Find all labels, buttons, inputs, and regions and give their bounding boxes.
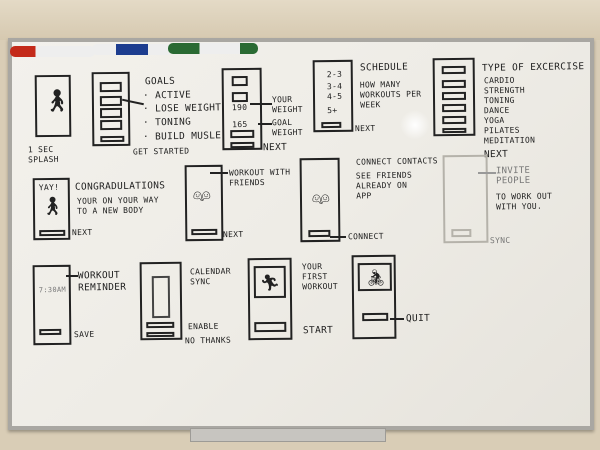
schedule-option: 3-4 bbox=[326, 81, 343, 92]
current-weight-value: 190 bbox=[231, 102, 248, 113]
goal-weight-value: 165 bbox=[232, 119, 248, 130]
marker-blue bbox=[92, 44, 172, 55]
cyclist-icon: 🚴︎ bbox=[365, 267, 387, 288]
connect-desc: SEE FRIENDS ALREADY ON APP bbox=[355, 170, 413, 201]
goals-title: GOALS bbox=[144, 75, 176, 88]
exercise-item: MEDITATION bbox=[483, 135, 536, 146]
stick-figure-icon: 🚶︎ bbox=[42, 88, 72, 115]
yay-text: YAY! bbox=[38, 182, 60, 193]
congrats-subtitle: YOUR ON YOUR WAY TO A NEW BODY bbox=[76, 195, 159, 216]
exercise-item: PILATES bbox=[483, 125, 520, 136]
stick-figure-icon: 🚶︎ bbox=[40, 195, 64, 218]
reminder-time: 7:30AM bbox=[38, 285, 67, 295]
splash-screen-sketch: 🚶︎ bbox=[34, 74, 72, 138]
calendar-title: CALENDAR SYNC bbox=[189, 266, 231, 287]
light-glare bbox=[400, 110, 430, 140]
goal-item: · ACTIVE bbox=[142, 89, 192, 102]
congrats-screen-sketch: YAY! 🚶︎ bbox=[32, 177, 71, 241]
your-weight-label: YOUR WEIGHT bbox=[271, 94, 303, 115]
friends-title: WORKOUT WITH FRIENDS bbox=[228, 167, 291, 188]
enable-label: ENABLE bbox=[187, 321, 219, 332]
reminder-title: WORKOUT REMINDER bbox=[77, 269, 127, 294]
schedule-option: 4-5 bbox=[326, 91, 343, 102]
schedule-option: 2-3 bbox=[326, 69, 343, 80]
weight-screen-sketch: 190 165 bbox=[221, 67, 263, 151]
marker-green bbox=[168, 43, 258, 54]
wall bbox=[0, 0, 600, 40]
whiteboard bbox=[8, 38, 594, 430]
goal-item: · LOSE WEIGHT bbox=[142, 102, 222, 115]
exercise-title: TYPE OF EXCERCISE bbox=[481, 61, 585, 74]
schedule-screen-sketch: 2-3 3-4 4-5 5+ bbox=[312, 59, 354, 133]
schedule-option: 5+ bbox=[327, 105, 338, 116]
goal-weight-label: GOAL WEIGHT bbox=[271, 117, 303, 138]
exercise-screen-sketch bbox=[432, 57, 476, 137]
goals-screen-sketch bbox=[91, 71, 131, 147]
invite-title: INVITE PEOPLE bbox=[495, 165, 531, 187]
exercise-item: CARDIO bbox=[483, 75, 515, 86]
invite-screen-sketch bbox=[442, 154, 489, 244]
weight-next-label: NEXT bbox=[262, 141, 288, 154]
congrats-next-label: NEXT bbox=[71, 227, 93, 238]
goal-item: · BUILD MUSLE bbox=[142, 130, 222, 143]
quit-label: QUIT bbox=[405, 312, 431, 325]
save-label: SAVE bbox=[73, 329, 95, 340]
marker-red bbox=[10, 46, 95, 57]
schedule-next-label: NEXT bbox=[354, 123, 376, 134]
invite-desc: TO WORK OUT WITH YOU. bbox=[495, 191, 553, 212]
no-thanks-label: NO THANKS bbox=[184, 335, 232, 346]
exercise-item: YOGA bbox=[483, 115, 505, 126]
calendar-screen-sketch bbox=[139, 261, 183, 341]
start-label: START bbox=[302, 324, 334, 337]
exercise-item: STRENGTH bbox=[483, 85, 526, 96]
connect-button-label: CONNECT bbox=[347, 231, 384, 242]
friends-next-label: NEXT bbox=[222, 229, 244, 240]
schedule-desc: HOW MANY WORKOUTS PER WEEK bbox=[359, 79, 422, 110]
reminder-screen-sketch: 7:30AM bbox=[32, 264, 72, 346]
congrats-title: CONGRADULATIONS bbox=[74, 180, 166, 193]
marker-tray bbox=[190, 428, 386, 442]
first-workout-screen-sketch: 🏃︎ bbox=[247, 257, 293, 341]
friends-screen-sketch: 👫︎ bbox=[184, 164, 224, 242]
exercise-item: DANCE bbox=[483, 105, 510, 116]
sync-label: SYNC bbox=[489, 235, 511, 246]
exercise-figure-icon: 🏃︎ bbox=[259, 272, 281, 293]
get-started-label: GET STARTED bbox=[132, 146, 190, 157]
first-workout-title: YOUR FIRST WORKOUT bbox=[301, 262, 339, 292]
schedule-title: SCHEDULE bbox=[359, 61, 409, 74]
splash-caption: 1 SEC SPLASH bbox=[27, 144, 59, 165]
couple-icon: 👫︎ bbox=[311, 190, 330, 208]
exercise-item: TONING bbox=[483, 95, 515, 106]
two-people-icon: 👫︎ bbox=[192, 187, 211, 205]
connect-screen-sketch: 👫︎ bbox=[299, 157, 341, 243]
quit-screen-sketch: 🚴︎ bbox=[351, 254, 397, 340]
connect-title: CONNECT CONTACTS bbox=[355, 156, 438, 167]
goal-item: · TONING bbox=[142, 116, 192, 129]
